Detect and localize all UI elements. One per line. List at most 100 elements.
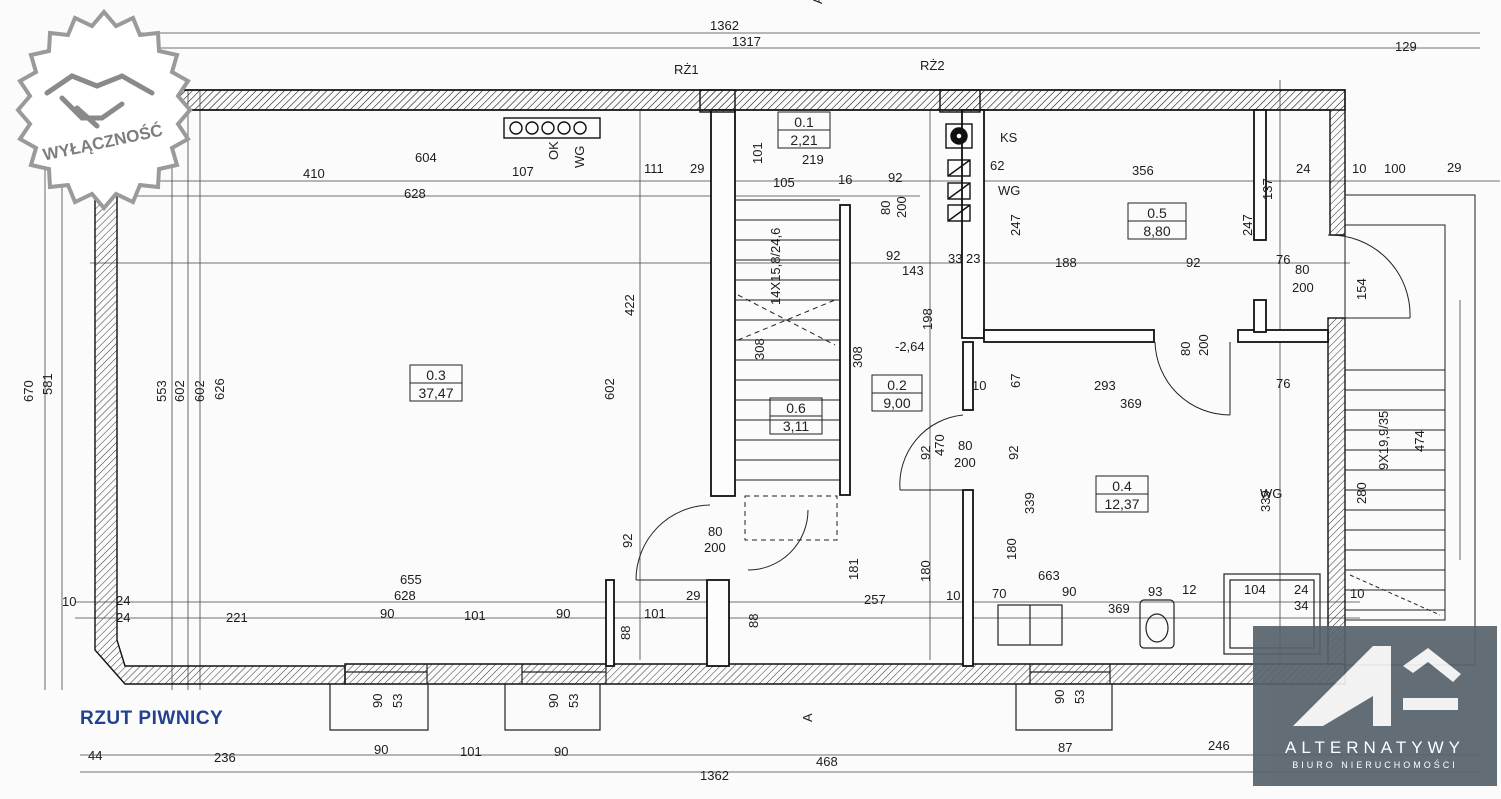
dim-10-bottom-right: 10 [1350, 586, 1364, 601]
section-marker-top: A [810, 0, 825, 4]
main-staircase [735, 199, 840, 541]
dim-602-b: 602 [192, 380, 207, 402]
label-rz2: RŻ2 [920, 58, 945, 73]
dim-24-top: 24 [1296, 161, 1310, 176]
room-0-3-area: 37,47 [418, 385, 453, 401]
dim-23: 23 [966, 251, 980, 266]
dim-92-top: 92 [888, 170, 902, 185]
dim-553: 553 [154, 380, 169, 402]
dim-10-top: 10 [1352, 161, 1366, 176]
dim-90-win-c: 90 [1052, 690, 1067, 704]
dim-101-c: 101 [460, 744, 482, 759]
dim-92-mid: 92 [886, 248, 900, 263]
dim-10-mid: 10 [972, 378, 986, 393]
dim-101-stair: 101 [750, 142, 765, 164]
dim-247-b: 247 [1240, 214, 1255, 236]
dim-474: 474 [1412, 430, 1427, 452]
room-0-3-id: 0.3 [426, 367, 446, 383]
dim-181: 181 [846, 558, 861, 580]
dim-198: 198 [920, 308, 935, 330]
room-0-5-area: 8,80 [1143, 223, 1170, 239]
dim-62: 62 [990, 158, 1004, 173]
dim-246: 246 [1208, 738, 1230, 753]
room-0-1-area: 2,21 [790, 132, 817, 148]
room-0-4-id: 0.4 [1112, 478, 1132, 494]
exclusivity-stamp: WYŁĄCZNOŚĆ [15, 8, 193, 212]
dim-53-c: 53 [1072, 690, 1087, 704]
dim-70: 70 [992, 586, 1006, 601]
dim-105: 105 [773, 175, 795, 190]
dim-655: 655 [400, 572, 422, 587]
dim-87: 87 [1058, 740, 1072, 755]
dim-92-0-4: 92 [1006, 446, 1021, 460]
door-0-2-height: 200 [954, 455, 976, 470]
section-marker-bottom: A [800, 713, 815, 722]
dim-470: 470 [932, 434, 947, 456]
dim-280: 280 [1354, 482, 1369, 504]
dim-10-bottom-mid: 10 [946, 588, 960, 603]
label-wg-panel: WG [572, 146, 587, 168]
dim-143: 143 [902, 263, 924, 278]
dim-12: 12 [1182, 582, 1196, 597]
door-0-4-width: 80 [1178, 342, 1193, 356]
vertical-dimensions: 670 581 553 602 602 626 422 602 92 101 3… [21, 142, 1427, 708]
dim-88-b: 88 [746, 614, 761, 628]
dim-53-a: 53 [390, 694, 405, 708]
dim-188: 188 [1055, 255, 1077, 270]
dim-44-bottom: 44 [88, 748, 102, 763]
dim-bottom-total: 1362 [700, 768, 729, 783]
dim-top-total: 1362 [710, 18, 739, 33]
label-wg-right: WG [1260, 486, 1282, 501]
room-0-6-area: 3,11 [783, 418, 809, 434]
dim-92-0-2: 92 [918, 446, 933, 460]
door-swings [635, 234, 1411, 581]
dim-339-b: 339 [1258, 490, 1273, 512]
dim-581: 581 [40, 373, 55, 395]
room-0-4-area: 12,37 [1104, 496, 1139, 512]
dim-29-top: 29 [690, 161, 704, 176]
dim-602-a: 602 [172, 380, 187, 402]
dim-257: 257 [864, 592, 886, 607]
dim-219: 219 [802, 152, 824, 167]
dim-93: 93 [1148, 584, 1162, 599]
bottom-windows [329, 663, 1113, 731]
stamp-seal-shape [15, 8, 193, 212]
dim-602-c: 602 [602, 378, 617, 400]
dim-29-bottom: 29 [686, 588, 700, 603]
label-stair-main: 14X15,8/24,6 [768, 228, 783, 305]
dim-628-bottom: 628 [394, 588, 416, 603]
room-0-5-id: 0.5 [1147, 205, 1167, 221]
dim-180-a: 180 [1004, 538, 1019, 560]
dim-247-a: 247 [1008, 214, 1023, 236]
dim-369-mid: 369 [1120, 396, 1142, 411]
label-stair-ext: 9X19,9/35 [1376, 411, 1391, 470]
dim-369-bottom: 369 [1108, 601, 1130, 616]
room-0-2-area: 9,00 [883, 395, 910, 411]
door-ext-width: 80 [1295, 262, 1309, 277]
room-labels [409, 111, 1187, 513]
dim-top-inner: 1317 [732, 34, 761, 49]
dim-137: 137 [1260, 178, 1275, 200]
door-0-1-height: 200 [894, 196, 909, 218]
dim-100: 100 [1384, 161, 1406, 176]
dim-34-bottom-right: 34 [1294, 598, 1308, 613]
dim-90-c: 90 [374, 742, 388, 757]
dim-53-b: 53 [566, 694, 581, 708]
dim-24-left: 24 [116, 593, 130, 608]
plan-title: RZUT PIWNICY [80, 708, 224, 729]
door-0-4-height: 200 [1196, 334, 1211, 356]
dim-670: 670 [21, 380, 36, 402]
dim-88-a: 88 [618, 626, 633, 640]
door-stair-height: 200 [704, 540, 726, 555]
label-level: -2,64 [895, 339, 925, 354]
dim-90-d: 90 [554, 744, 568, 759]
door-stair-width: 80 [708, 524, 722, 539]
dim-90-b: 90 [556, 606, 570, 621]
dim-24-row2: 24 [116, 610, 130, 625]
door-0-2-width: 80 [958, 438, 972, 453]
dim-356: 356 [1132, 163, 1154, 178]
house-4-icon [1293, 646, 1461, 726]
dim-422: 422 [622, 294, 637, 316]
dim-10-left: 10 [62, 594, 76, 609]
